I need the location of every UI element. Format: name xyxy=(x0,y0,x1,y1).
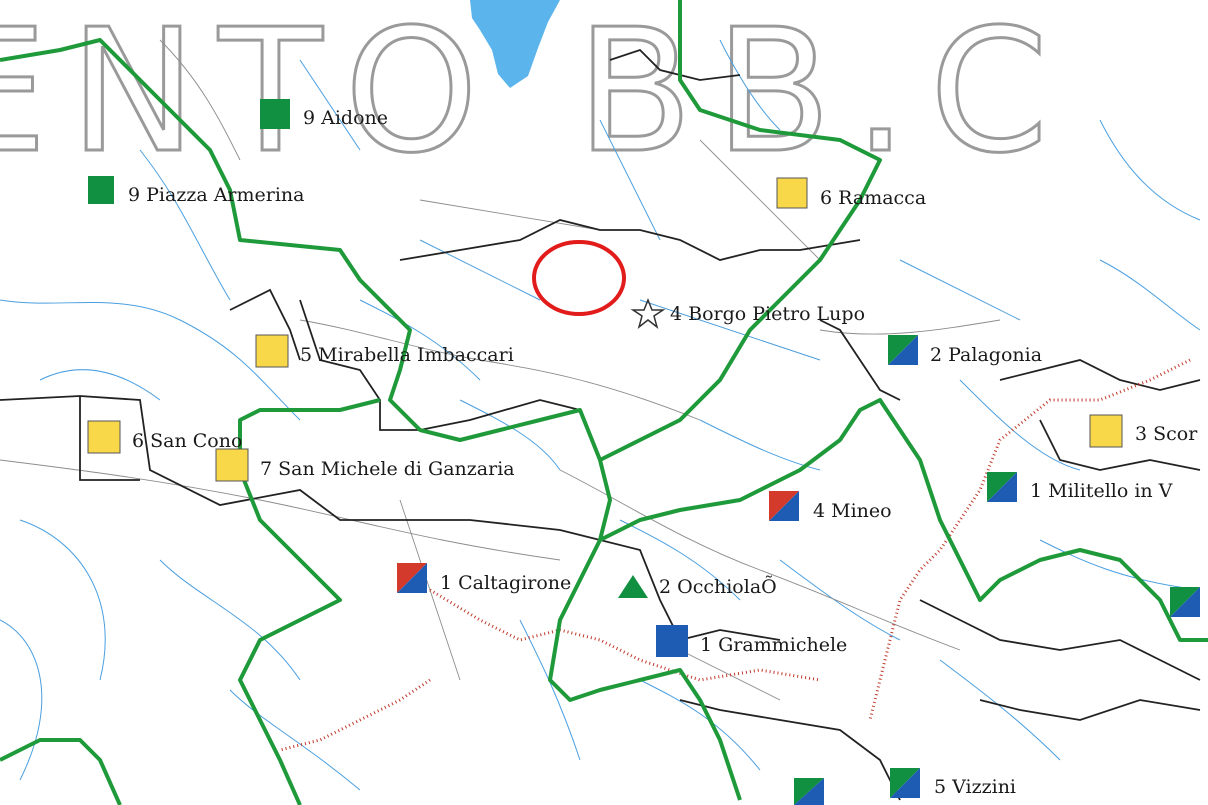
militello-marker xyxy=(987,472,1017,502)
label-scordia: 3 Scor xyxy=(1135,423,1198,445)
grammichele-marker xyxy=(656,625,688,657)
palagonia-marker xyxy=(888,335,918,365)
label-san-michele: 7 San Michele di Ganzaria xyxy=(260,458,515,480)
label-borgo-pietro-lupo: 4 Borgo Pietro Lupo xyxy=(670,303,865,325)
label-mineo: 4 Mineo xyxy=(813,500,892,522)
occhiola-marker xyxy=(618,575,648,598)
label-vizzini: 5 Vizzini xyxy=(934,776,1016,798)
mirabella-marker xyxy=(255,334,289,368)
watermark-text: ENTO BB.C xyxy=(0,0,1070,191)
lake-shape xyxy=(470,0,560,88)
mineo-marker xyxy=(769,491,799,521)
san-cono-marker xyxy=(87,420,121,454)
label-piazza-armerina: 9 Piazza Armerina xyxy=(128,184,305,206)
label-palagonia: 2 Palagonia xyxy=(930,344,1042,366)
aidone-marker xyxy=(260,99,290,129)
label-caltagirone: 1 Caltagirone xyxy=(440,572,571,594)
road-network xyxy=(0,39,1001,701)
admin-boundaries xyxy=(0,48,1201,801)
highlight-circle xyxy=(532,240,626,316)
piazza-armerina-marker xyxy=(88,176,114,204)
san-michele-marker xyxy=(215,448,249,482)
label-occhiola: 2 OcchiolaÕ xyxy=(659,575,777,598)
label-mirabella: 5 Mirabella Imbaccari xyxy=(300,344,514,366)
place-labels: 9 Aidone 9 Piazza Armerina 6 Ramacca 4 B… xyxy=(128,107,1198,798)
extra-marker-bottom xyxy=(794,778,824,805)
label-militello: 1 Militello in V xyxy=(1030,480,1173,502)
label-ramacca: 6 Ramacca xyxy=(820,187,926,209)
extra-marker-right xyxy=(1170,587,1200,617)
ramacca-marker xyxy=(776,177,808,209)
label-aidone: 9 Aidone xyxy=(303,107,388,129)
label-grammichele: 1 Grammichele xyxy=(700,634,847,656)
scordia-marker xyxy=(1089,414,1123,448)
railway-lines xyxy=(279,358,1191,752)
label-san-cono: 6 San Cono xyxy=(132,430,242,452)
caltagirone-marker xyxy=(397,563,427,593)
borgo-star-marker xyxy=(630,297,666,329)
markers xyxy=(87,99,1200,805)
vizzini-marker xyxy=(890,768,920,798)
